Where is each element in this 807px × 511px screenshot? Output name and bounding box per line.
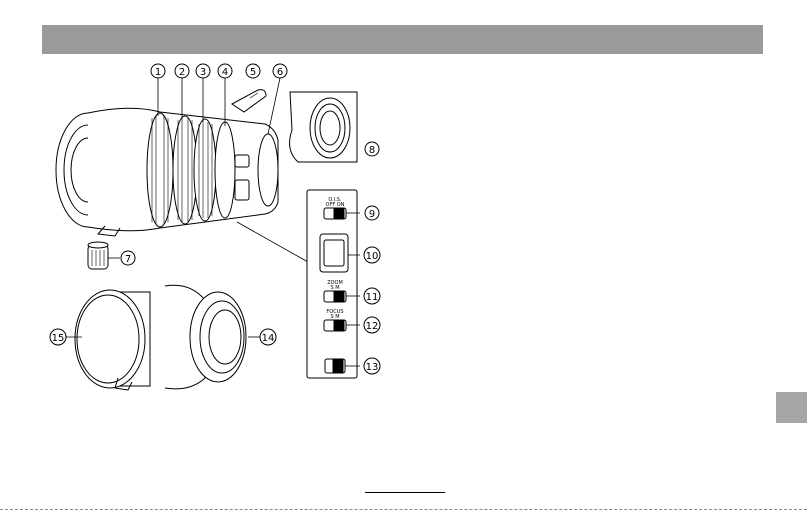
svg-text:15: 15 xyxy=(52,333,65,344)
svg-text:9: 9 xyxy=(369,209,375,220)
zoom-modes-label: S M xyxy=(330,285,339,291)
rear-cap-view xyxy=(165,285,260,389)
mount-inset xyxy=(290,92,357,162)
lens-body xyxy=(56,108,278,236)
svg-text:14: 14 xyxy=(262,333,275,344)
svg-text:1: 1 xyxy=(155,67,161,78)
callout-5: 5 xyxy=(246,64,260,78)
svg-text:10: 10 xyxy=(366,251,379,262)
side-index-tab xyxy=(776,392,807,423)
callout-6: 6 xyxy=(273,64,287,78)
callout-10: 10 xyxy=(364,247,380,263)
hood-knob xyxy=(232,90,266,112)
tripod-knob xyxy=(88,242,120,269)
callout-4: 4 xyxy=(218,64,232,78)
svg-text:6: 6 xyxy=(277,67,283,78)
svg-text:12: 12 xyxy=(366,321,379,332)
svg-text:4: 4 xyxy=(222,67,228,78)
callout-12: 12 xyxy=(364,317,380,333)
callout-11: 11 xyxy=(364,288,380,304)
callout-15: 15 xyxy=(50,329,66,345)
svg-text:13: 13 xyxy=(366,362,379,373)
callout-14: 14 xyxy=(260,329,276,345)
callout-7: 7 xyxy=(121,251,135,265)
callout-9: 9 xyxy=(365,206,379,220)
focus-modes-label: S M xyxy=(330,314,339,320)
callout-3: 3 xyxy=(196,64,210,78)
svg-text:5: 5 xyxy=(250,67,256,78)
page-number-rule xyxy=(365,492,445,493)
svg-text:7: 7 xyxy=(125,254,131,265)
callout-8: 8 xyxy=(365,142,379,156)
ois-modes-label: OFF ON xyxy=(326,202,345,208)
page-trim-edge xyxy=(0,509,807,510)
svg-text:2: 2 xyxy=(179,67,185,78)
callout-13: 13 xyxy=(364,358,380,374)
callout-1: 1 xyxy=(151,64,165,78)
front-cap-view xyxy=(65,290,150,390)
svg-text:3: 3 xyxy=(200,67,206,78)
callout-2: 2 xyxy=(175,64,189,78)
svg-text:8: 8 xyxy=(369,145,375,156)
svg-text:11: 11 xyxy=(366,292,379,303)
